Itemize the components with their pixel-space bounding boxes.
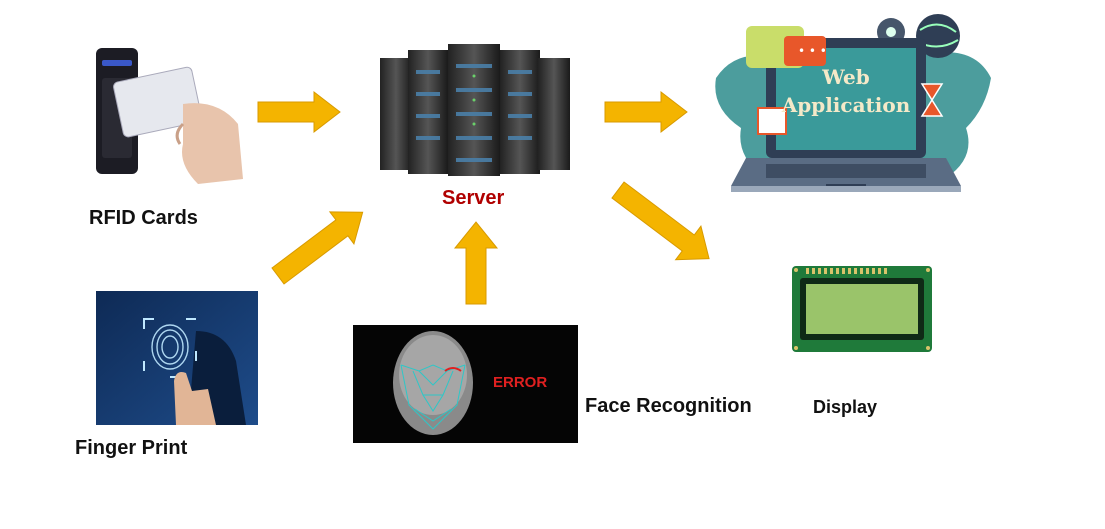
arrow-rfid-to-server <box>257 90 341 134</box>
face-scan-icon: ERROR <box>353 325 578 443</box>
arrow-finger-to-server <box>271 211 364 285</box>
display-label: Display <box>813 397 878 417</box>
rfid-reader-icon <box>96 48 243 184</box>
finger-label: Finger Print <box>75 437 188 459</box>
arrow-face-to-server <box>453 221 499 305</box>
fingerprint-icon <box>96 291 258 425</box>
lcd-display-icon <box>792 266 932 352</box>
rfid-label: RFID Cards <box>89 207 198 229</box>
server-rack-icon <box>380 44 570 176</box>
arrow-server-to-web <box>604 90 688 134</box>
web-title-line2: Application <box>781 93 911 117</box>
svg-text:• • •: • • • <box>798 44 827 58</box>
server-label: Server <box>442 187 505 209</box>
error-text: ERROR <box>493 374 547 391</box>
arrow-server-to-display <box>611 181 710 261</box>
web-laptop-icon: • • • Web Application <box>715 14 991 192</box>
face-label: Face Recognition <box>585 395 752 417</box>
web-title-line1: Web <box>821 65 870 89</box>
